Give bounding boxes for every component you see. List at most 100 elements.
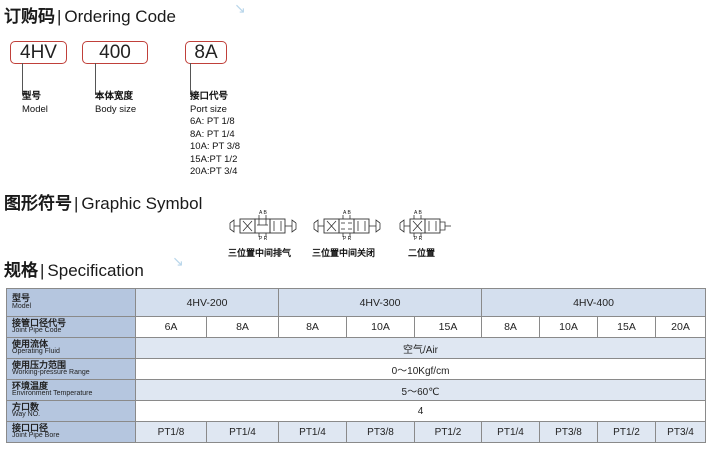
symbol-label-center-exhaust: 三位置中间排气: [228, 248, 292, 258]
row-header-en: Working-pressure Range: [12, 369, 90, 376]
port-label-top: A B: [414, 210, 422, 216]
row-header-en: Model: [12, 302, 32, 310]
table-cell: PT1/8: [135, 421, 207, 443]
port-option: 15A:PT 1/2: [190, 153, 238, 165]
spec-title-en: Specification: [47, 261, 144, 280]
table-cell: 8A: [481, 316, 541, 338]
ordering-title-en: Ordering Code: [64, 7, 176, 26]
code-body-box: 400: [82, 41, 148, 64]
graphic-title-cn: 图形符号: [4, 194, 72, 213]
table-cell: 4HV-400: [481, 288, 707, 317]
port-label-bottom: P R: [259, 236, 268, 242]
table-cell: PT3/8: [346, 421, 415, 443]
table-cell: 15A: [413, 316, 483, 338]
bracket-port: [190, 63, 198, 95]
graphic-symbol-title: 图形符号|Graphic Symbol: [4, 189, 202, 214]
row-header-en: Joint Pipe Code: [12, 327, 62, 334]
table-cell: 4HV-200: [135, 288, 279, 317]
code-model: 4HV: [20, 42, 57, 63]
code-port-box: 8A: [185, 41, 227, 64]
symbol-two-position-icon: [399, 215, 451, 237]
label-port-cn: 接口代号: [190, 91, 229, 102]
arrow-decoration-icon: ↘: [172, 253, 184, 269]
graphic-title-en: Graphic Symbol: [81, 194, 203, 213]
row-header-en: Operating Fluid: [12, 348, 60, 355]
label-body: 本体宽度 Body size: [95, 91, 136, 116]
row-header-cn: 方口数: [12, 401, 40, 412]
label-port: 接口代号 Port size 6A: PT 1/8 8A: PT 1/4 10A…: [190, 91, 240, 179]
table-cell: PT3/8: [539, 421, 599, 443]
table-cell: PT1/4: [481, 421, 541, 443]
port-option: 8A: PT 1/4: [190, 128, 235, 140]
bracket-body: [95, 63, 103, 95]
table-cell: 4HV-300: [277, 288, 483, 317]
spec-title-cn: 规格: [4, 261, 38, 280]
table-cell: PT1/2: [597, 421, 657, 443]
ordering-title-cn: 订购码: [4, 7, 55, 26]
table-cell: 10A: [539, 316, 599, 338]
code-body: 400: [99, 42, 131, 63]
specification-title: 规格|Specification: [4, 256, 144, 281]
row-header-cn: 环境温度: [12, 380, 49, 391]
row-header-en: Joint Pipe Bore: [12, 432, 60, 439]
label-model: 型号 Model: [22, 91, 48, 116]
title-divider: |: [57, 7, 62, 26]
row-header-cn: 使用压力范围: [12, 359, 67, 370]
table-cell: PT1/4: [278, 421, 347, 443]
ordering-code-title: 订购码|Ordering Code: [4, 2, 176, 27]
table-cell: 0～10Kgf/cm: [134, 358, 707, 380]
table-cell: 空气/Air: [134, 337, 707, 359]
table-cell: PT1/4: [206, 421, 279, 443]
table-cell: 4: [134, 400, 707, 422]
table-cell: 6A: [135, 316, 207, 338]
row-header-cn: 使用流体: [12, 338, 49, 349]
table-cell: 8A: [206, 316, 279, 338]
symbol-center-exhaust-icon: [229, 215, 297, 237]
row-header-cn: 接管口径代号: [12, 317, 67, 328]
table-cell: PT1/2: [413, 421, 483, 443]
row-header-en: Environment Temperature: [12, 390, 93, 397]
row-header-en: Way NO.: [12, 411, 41, 418]
port-option: 6A: PT 1/8: [190, 116, 235, 127]
label-port-en: Port size: [190, 103, 227, 115]
table-cell: PT3/4: [655, 421, 707, 443]
table-cell: 15A: [597, 316, 657, 338]
label-model-en: Model: [22, 103, 48, 115]
symbol-label-two-position: 二位置: [408, 248, 436, 258]
port-option: 20A:PT 3/4: [190, 166, 238, 177]
label-body-cn: 本体宽度: [95, 91, 134, 102]
table-cell: 10A: [346, 316, 415, 338]
table-cell: 20A: [655, 316, 707, 338]
symbol-label-center-closed: 三位置中间关闭: [312, 248, 376, 258]
port-label-bottom: P R: [414, 236, 423, 242]
row-header-cn: 型号: [12, 293, 31, 303]
code-port: 8A: [194, 42, 218, 63]
title-divider: |: [40, 261, 45, 280]
row-header-cn: 接口口径: [12, 422, 49, 433]
label-model-cn: 型号: [22, 91, 42, 102]
title-divider: |: [74, 194, 79, 213]
label-body-en: Body size: [95, 103, 137, 115]
port-option: 10A: PT 3/8: [190, 141, 240, 152]
table-cell: 5～60℃: [134, 379, 707, 401]
port-label-bottom: P R: [343, 236, 352, 242]
table-cell: 8A: [278, 316, 347, 338]
port-label-top: A B: [259, 210, 267, 216]
symbol-center-closed-icon: [313, 215, 381, 237]
code-model-box: 4HV: [10, 41, 67, 64]
